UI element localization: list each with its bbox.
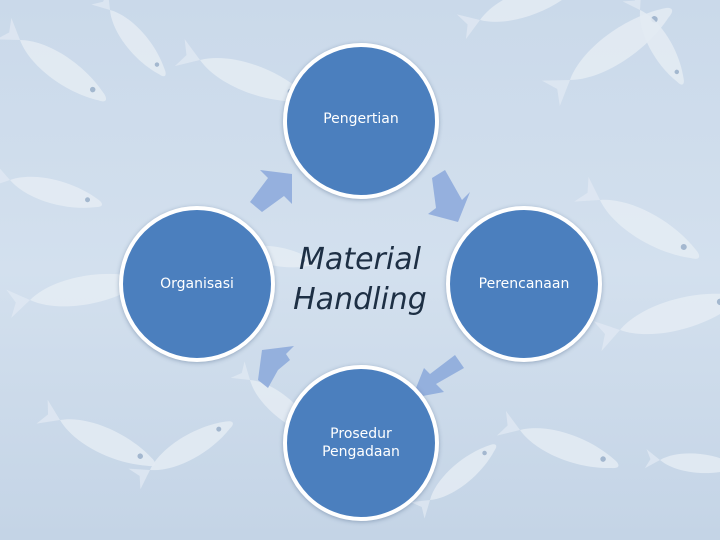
arrow-top-right bbox=[428, 170, 470, 222]
node-pengertian: Pengertian bbox=[283, 43, 439, 199]
node-organisasi: Organisasi bbox=[119, 206, 275, 362]
node-perencanaan-label: Perencanaan bbox=[478, 276, 570, 292]
node-organisasi-label: Organisasi bbox=[160, 276, 234, 292]
node-perencanaan: Perencanaan bbox=[446, 206, 602, 362]
node-prosedur-pengadaan: Prosedur Pengadaan bbox=[283, 365, 439, 521]
arrow-bottom-right bbox=[412, 355, 464, 398]
center-title: Material Handling bbox=[270, 230, 450, 330]
node-pengertian-label: Pengertian bbox=[323, 111, 399, 127]
center-title-text: Material Handling bbox=[293, 242, 427, 317]
arrow-bottom-left bbox=[258, 346, 294, 388]
arrow-top-left bbox=[250, 170, 292, 212]
node-prosedur-pengadaan-label: Prosedur Pengadaan bbox=[322, 426, 400, 460]
